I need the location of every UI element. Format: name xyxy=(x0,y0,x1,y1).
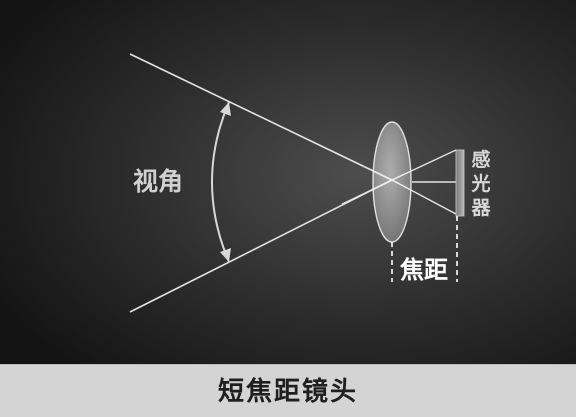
lens xyxy=(372,121,412,243)
arc-arrow-up xyxy=(220,102,231,116)
diagram-background xyxy=(0,0,576,364)
caption-bar: 短焦距镜头 xyxy=(0,364,576,417)
view-angle-label: 视角 xyxy=(133,167,183,196)
sensor-label-char-2: 光 xyxy=(470,172,490,195)
sensor-bar xyxy=(455,149,465,217)
caption-title: 短焦距镜头 xyxy=(217,377,358,407)
upper-view-ray xyxy=(129,53,393,181)
sensor-label-char-3: 器 xyxy=(470,197,491,219)
sensor-label: 感 光 器 xyxy=(470,148,491,219)
view-angle-arc xyxy=(211,101,230,263)
lower-view-ray xyxy=(129,179,393,313)
diagram-panel: 视角 焦距 感 光 器 xyxy=(0,0,576,364)
arc-arrow-down xyxy=(220,248,231,262)
focal-length-label: 焦距 xyxy=(400,256,448,284)
sensor-label-char-1: 感 xyxy=(471,148,490,171)
